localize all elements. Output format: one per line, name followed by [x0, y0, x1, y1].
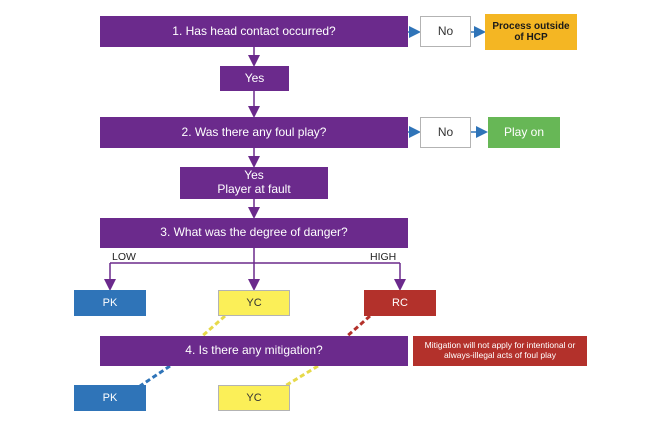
mitigation-note: Mitigation will not apply for intentiona… — [413, 336, 587, 366]
q2-text: 2. Was there any foul play? — [181, 124, 327, 139]
pk-box-2: PK — [74, 385, 146, 411]
yc-label-1: YC — [246, 296, 262, 309]
pk-label-2: PK — [102, 391, 118, 404]
mitigation-link-rc — [344, 314, 371, 340]
yc-box-1: YC — [218, 290, 290, 316]
q1-box: 1. Has head contact occurred? — [100, 16, 408, 47]
q4-box: 4. Is there any mitigation? — [100, 336, 408, 366]
high-label: HIGH — [370, 251, 397, 263]
rc-label: RC — [392, 296, 408, 309]
q1-no-box: No — [420, 16, 471, 47]
yes1-text: Yes — [244, 70, 265, 85]
q1-outcome-box: Process outside of HCP — [485, 14, 577, 50]
q3-box: 3. What was the degree of danger? — [100, 218, 408, 248]
yc-label-2: YC — [246, 391, 262, 404]
q2-box: 2. Was there any foul play? — [100, 117, 408, 148]
low-label: LOW — [112, 251, 136, 263]
mitigation-link-pk — [139, 364, 171, 388]
q1-no-label: No — [437, 23, 454, 38]
q2-no-label: No — [437, 124, 454, 139]
q4-text: 4. Is there any mitigation? — [185, 343, 323, 358]
pk-box-1: PK — [74, 290, 146, 316]
q2-outcome-text: Play on — [503, 124, 545, 139]
mitigation-note-text: Mitigation will not apply for intentiona… — [424, 340, 576, 360]
q2-no-box: No — [420, 117, 471, 148]
q2-outcome-box: Play on — [488, 117, 560, 148]
mitigation-link-yc — [199, 314, 226, 340]
mitigation-link-yc2 — [284, 364, 319, 388]
q3-text: 3. What was the degree of danger? — [160, 225, 348, 240]
yc-box-2: YC — [218, 385, 290, 411]
q1-outcome-text: Process outside of HCP — [492, 20, 570, 44]
yes2-box: Yes Player at fault — [180, 167, 328, 199]
q1-text: 1. Has head contact occurred? — [172, 23, 336, 38]
yes2-line1: Yes — [244, 168, 264, 183]
yes1-box: Yes — [220, 66, 289, 91]
rc-box: RC — [364, 290, 436, 316]
yes2-line2: Player at fault — [217, 182, 291, 196]
pk-label-1: PK — [102, 296, 118, 309]
